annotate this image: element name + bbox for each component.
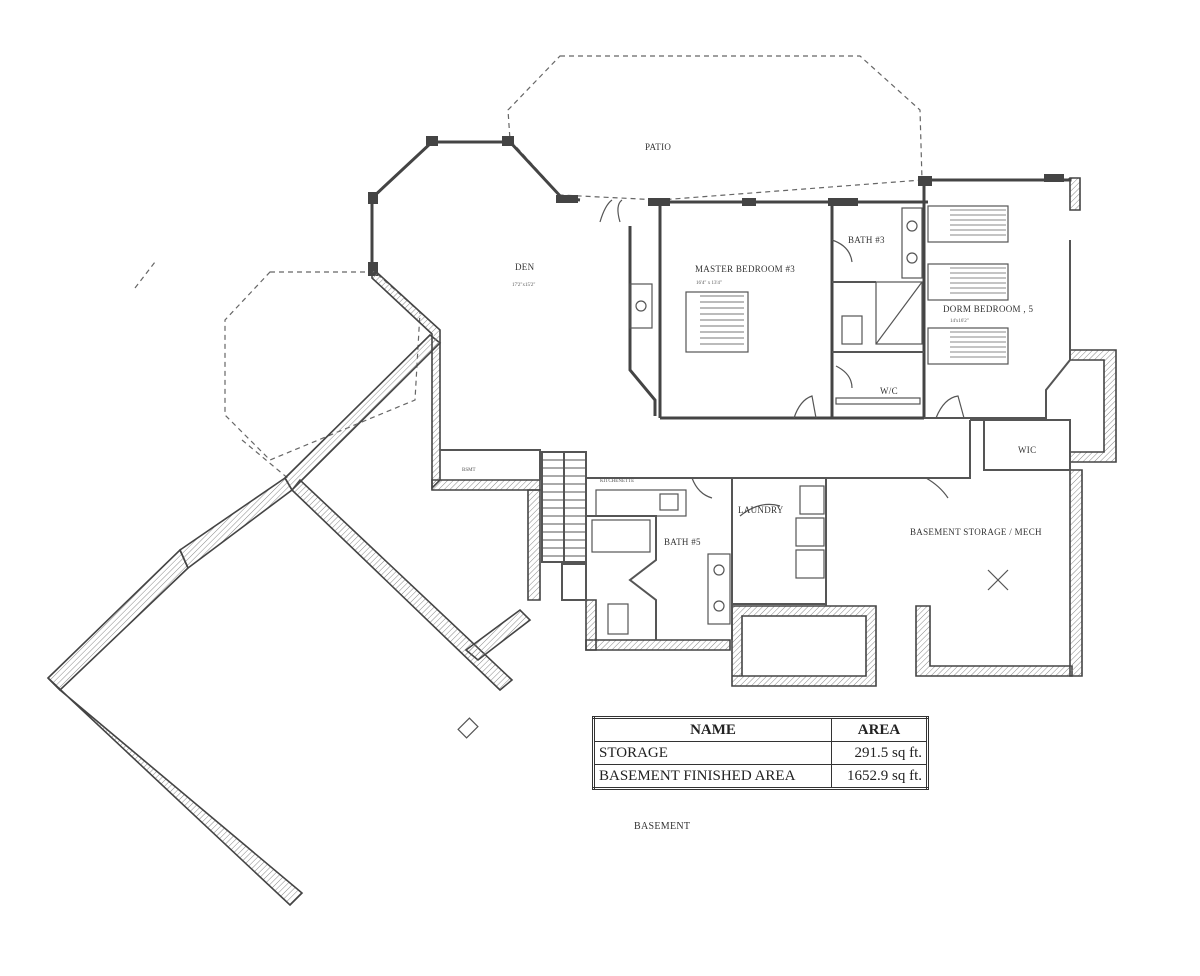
wall-wic-east <box>1069 349 1117 463</box>
den-pier <box>368 192 378 204</box>
den-wall <box>370 140 581 270</box>
wall-den-west <box>371 266 441 490</box>
area-table-cell-area: 1652.9 sq ft. <box>831 764 928 789</box>
wall-dorm-northeast <box>1069 177 1081 211</box>
bunk-bed-2 <box>927 263 1009 301</box>
label-dorm-dims: 14'x16'2" <box>950 319 969 324</box>
bath3-shower <box>875 281 923 345</box>
den-pier <box>502 136 514 146</box>
corridor-north <box>440 449 541 480</box>
label-master-dims: 16'4" x 13'4" <box>696 281 722 286</box>
area-table-cell-area: 291.5 sq ft. <box>831 741 928 765</box>
label-storage-mech: BASEMENT STORAGE / MECH <box>910 527 1042 537</box>
label-kitchenette: KITCHENETTE <box>600 479 634 484</box>
bath5-sink <box>713 600 725 612</box>
wall-mech-east <box>1069 469 1083 677</box>
dorm-pier <box>1044 174 1064 182</box>
wall-bath5-south <box>585 639 731 651</box>
fireplace <box>629 283 653 329</box>
door-swing <box>935 395 965 419</box>
area-table: NAME AREA STORAGE 291.5 sq ft. BASEMENT … <box>592 716 929 790</box>
wall-corridor-south <box>431 479 541 491</box>
door-swing <box>925 477 949 499</box>
garage-wall-diag <box>283 333 442 492</box>
label-bath3: BATH #3 <box>848 235 885 245</box>
closet <box>561 563 587 601</box>
bath3-sink <box>906 252 918 264</box>
bath5-toilet <box>607 603 629 635</box>
wall-bath5-west <box>585 599 597 651</box>
label-patio: PATIO <box>645 142 671 152</box>
master-bed-lines <box>700 295 744 345</box>
label-wc: W/C <box>880 386 898 396</box>
bath5-vanity <box>707 553 731 625</box>
den-pier <box>556 195 578 203</box>
label-wic: WIC <box>1018 445 1036 455</box>
label-den-dims: 17'2"x15'2" <box>512 283 535 288</box>
corridor-south <box>586 420 971 479</box>
bath5-tub <box>591 519 651 553</box>
dorm-east-wall <box>924 240 1071 419</box>
garage-wall-top <box>178 476 294 570</box>
garage-wall-right-stub <box>464 608 532 662</box>
bath3-toilet <box>841 315 863 345</box>
bath3-door <box>831 239 853 263</box>
wall-stair-block <box>527 489 541 601</box>
kitchenette-sink <box>659 493 679 511</box>
den-door <box>599 199 623 223</box>
area-table-cell-name: STORAGE <box>593 741 832 765</box>
wall-mech-south <box>915 605 1073 677</box>
garage-deck-outline <box>224 271 421 461</box>
plan-title: BASEMENT <box>634 821 691 832</box>
bath3-vanity <box>901 207 923 279</box>
laundry-door <box>739 503 781 517</box>
garage-wall-bottom <box>47 677 304 907</box>
label-dorm-bedroom: DORM BEDROOM , 5 <box>943 304 1034 314</box>
master-bed <box>685 291 749 353</box>
fireplace-icon <box>635 300 647 312</box>
hall-door <box>691 477 713 499</box>
area-table-header-name: NAME <box>593 717 832 742</box>
wall-storage-box <box>731 605 877 687</box>
label-bath5: BATH #5 <box>664 537 701 547</box>
master-pier <box>648 198 670 206</box>
patio-outline <box>507 55 923 201</box>
bunk-bed-1 <box>927 205 1009 243</box>
wc-door <box>835 365 853 389</box>
master-pier <box>742 198 756 206</box>
dorm-north-wall <box>920 178 1072 182</box>
bath5-sink <box>713 564 725 576</box>
washer <box>795 517 825 547</box>
area-table-header-area: AREA <box>831 717 928 742</box>
garage-wall-left <box>46 548 189 692</box>
mech-x <box>987 569 1009 591</box>
bath3-shower-diag <box>875 281 923 345</box>
dash-line-left-2 <box>241 439 291 481</box>
bunk-bed-3 <box>927 327 1009 365</box>
area-table-cell-name: BASEMENT FINISHED AREA <box>593 764 832 789</box>
wc-shelf <box>835 397 921 405</box>
dash-line-left <box>134 261 156 289</box>
label-den: DEN <box>515 262 535 272</box>
master-pier <box>828 198 858 206</box>
bath3-sink <box>906 220 918 232</box>
table-row: BASEMENT FINISHED AREA 1652.9 sq ft. <box>593 764 928 789</box>
den-pier <box>426 136 438 146</box>
dorm-pier <box>918 176 932 186</box>
bath5-walls <box>586 515 657 640</box>
dryer <box>795 549 825 579</box>
door-swing <box>793 395 817 419</box>
garage-pad <box>457 717 479 739</box>
table-row: STORAGE 291.5 sq ft. <box>593 741 928 765</box>
label-bsmt: BSMT <box>462 468 476 473</box>
label-master-bedroom: MASTER BEDROOM #3 <box>695 264 795 274</box>
laundry-counter <box>799 485 825 515</box>
area-table-header-row: NAME AREA <box>593 717 928 742</box>
den-east-wall <box>628 226 657 416</box>
label-laundry: LAUNDRY <box>738 505 784 515</box>
wic-box <box>970 419 1071 471</box>
